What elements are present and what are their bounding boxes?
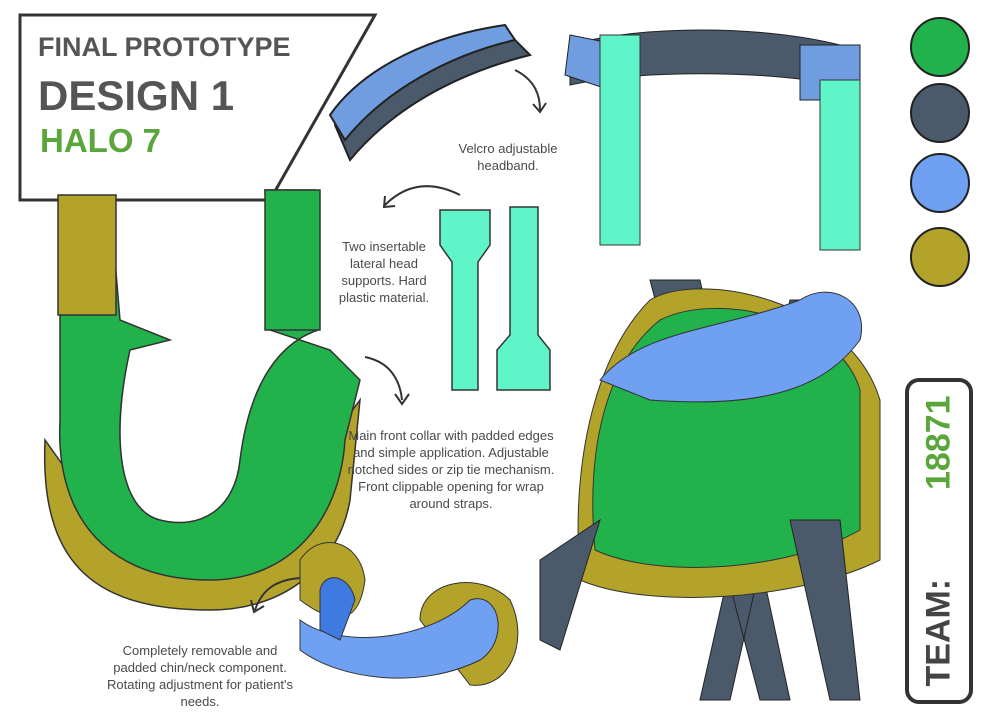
chin-component-sketch <box>299 542 519 686</box>
title-line-3: HALO 7 <box>40 122 162 159</box>
swatch-olive <box>910 227 970 287</box>
team-label: TEAM: <box>919 578 958 687</box>
team-box: TEAM: 18871 <box>905 378 973 704</box>
note-headband: Velcro adjustable headband. <box>458 141 558 173</box>
swatch-blue <box>910 153 970 213</box>
front-collar-sketch <box>43 189 362 611</box>
assembled-brace-sketch <box>539 29 881 701</box>
arrow-icon <box>364 356 410 406</box>
note-chin: Completely removable and padded chin/nec… <box>106 643 294 709</box>
headband-sketch <box>328 23 532 162</box>
swatch-green <box>910 17 970 77</box>
team-number: 18871 <box>919 395 958 490</box>
title-line-1: FINAL PROTOTYPE <box>38 32 291 62</box>
arrow-icon <box>382 185 461 209</box>
note-supports: Two insertable lateral head supports. Ha… <box>338 239 430 305</box>
lateral-supports-sketch <box>439 206 551 391</box>
title-line-2: DESIGN 1 <box>38 72 235 119</box>
arrow-icon <box>514 69 547 114</box>
swatch-slate <box>910 83 970 143</box>
note-collar: Main front collar with padded edges and … <box>347 428 555 511</box>
team-label-group: TEAM: 18871 <box>920 395 959 686</box>
arrow-icon <box>250 577 301 614</box>
color-palette <box>910 17 970 287</box>
